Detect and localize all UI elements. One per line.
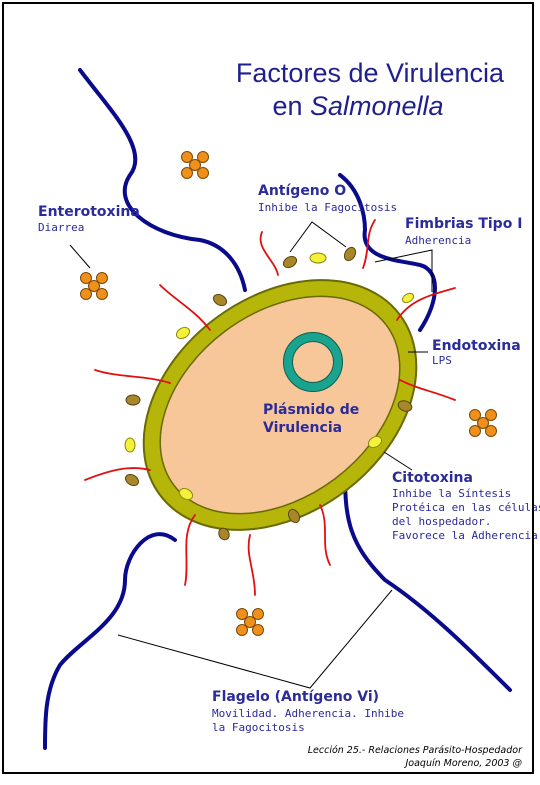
plasmido-label-line-1: Plásmido de: [263, 402, 359, 418]
plasmid-ring-outline: [283, 332, 343, 392]
cytotoxin: [178, 487, 194, 501]
title-italic: Salmonella: [310, 91, 444, 121]
flagelo-label: Flagelo (Antígeno Vi): [212, 689, 379, 705]
antigen-o: [343, 246, 357, 262]
enterotoxin-cluster: [469, 409, 497, 437]
flagelo-desc-1: Movilidad. Adherencia. Inhibe: [212, 707, 404, 720]
leader-flagelo: [117, 589, 393, 689]
cytotoxin-particles: [124, 252, 415, 501]
antigeno-o-desc: Inhibe la Fagocitosis: [258, 201, 397, 214]
antigen-o: [125, 394, 141, 406]
leader-antigen-o: [289, 221, 347, 253]
title-line-1: Factores de Virulencia: [236, 58, 505, 88]
plasmid-ring-inner: [292, 341, 334, 383]
leader-citotoxina: [383, 451, 413, 471]
flagellum-top-right: [338, 173, 437, 332]
enterotoxin-cluster: [181, 151, 209, 179]
citotoxina-desc-3: del hospedador.: [392, 515, 491, 528]
cytotoxin: [367, 435, 383, 449]
flagellum-bottom-left: [43, 532, 177, 750]
citotoxina-desc-1: Inhibe la Síntesis: [392, 487, 511, 500]
fimbria: [399, 379, 456, 401]
flagellum-top-left: [78, 68, 247, 292]
title-line-2: en Salmonella: [272, 91, 443, 121]
frame-border: [2, 2, 534, 774]
leader-lines: [69, 221, 433, 689]
fimbria: [259, 231, 279, 276]
antigen-o-particles: [124, 246, 413, 541]
flagella: [43, 68, 512, 750]
title-prefix: en: [272, 91, 310, 121]
enterotoxin-clusters: [80, 151, 497, 636]
antigen-o: [124, 473, 140, 487]
cytotoxin: [124, 437, 136, 453]
cytotoxin: [309, 252, 327, 264]
leader-fimbrias: [374, 249, 433, 292]
fimbria: [362, 219, 376, 269]
endotoxina-desc: LPS: [432, 354, 452, 367]
plasmido-label-line-2: Virulencia: [263, 420, 342, 436]
enterotoxina-label: Enterotoxina: [38, 204, 140, 220]
fimbrias-label: Fimbrias Tipo I: [405, 216, 522, 232]
fimbria: [159, 284, 211, 331]
enterotoxin-cluster: [236, 608, 264, 636]
cytotoxin: [175, 326, 191, 340]
endotoxina-label: Endotoxina: [432, 338, 521, 354]
citotoxina-label: Citotoxina: [392, 470, 473, 486]
antigen-o: [218, 527, 230, 541]
antigen-o: [212, 293, 228, 307]
footer-line-1: Lección 25.- Relaciones Parásito-Hospeda…: [308, 745, 523, 756]
fimbria: [84, 467, 151, 481]
flagelo-desc-2: la Fagocitosis: [212, 721, 305, 734]
plasmid-ring: [283, 332, 343, 392]
fimbriae: [84, 219, 456, 596]
footer-line-2: Joaquín Moreno, 2003 @: [404, 758, 523, 769]
citotoxina-desc-2: Protéica en las células: [392, 501, 540, 514]
antigen-o: [287, 508, 301, 524]
enterotoxin-cluster: [80, 272, 108, 300]
fimbria: [94, 369, 171, 384]
fimbria: [319, 504, 331, 566]
cytotoxin: [401, 292, 415, 304]
antigeno-o-label: Antígeno O: [258, 183, 346, 199]
flagellum-bottom-right: [343, 473, 512, 692]
fimbria: [184, 514, 196, 586]
antigen-o: [397, 400, 413, 412]
citotoxina-desc-4: Favorece la Adherencia: [392, 529, 538, 542]
fimbria: [247, 534, 256, 596]
enterotoxina-desc: Diarrea: [38, 221, 84, 234]
fimbria: [396, 287, 456, 321]
antigen-o: [282, 255, 298, 269]
fimbrias-desc: Adherencia: [405, 234, 471, 247]
leader-enterotoxina: [69, 244, 91, 269]
